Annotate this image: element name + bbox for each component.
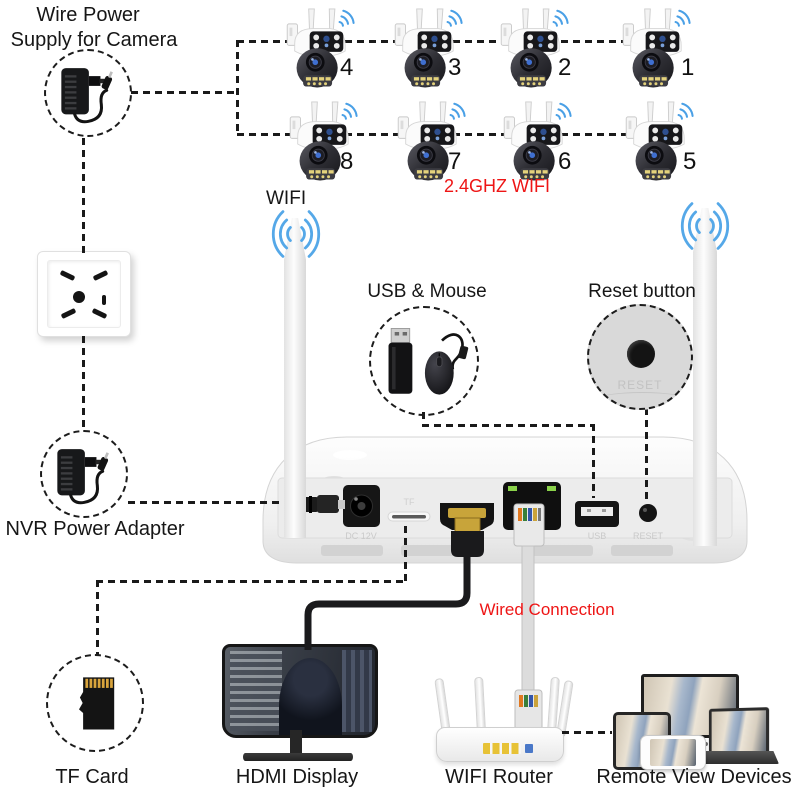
nvr-antenna-left xyxy=(284,218,306,538)
camera-number: 1 xyxy=(681,54,695,81)
phone-icon xyxy=(640,735,706,770)
reset-circle-text: RESET xyxy=(617,378,663,392)
dashed-line-adapter-to-cameras xyxy=(131,91,237,94)
reset-button-icon[interactable] xyxy=(627,340,655,368)
outlet-plate xyxy=(47,260,121,328)
monitor-scene-vertical-blinds xyxy=(342,649,372,733)
wired-connection-label: Wired Connection xyxy=(479,600,615,619)
wifi-24ghz-label: 2.4GHZ WIFI xyxy=(443,176,551,196)
wifi-signal-icon xyxy=(656,198,754,254)
reset-port-label: RESET xyxy=(633,531,664,541)
dashed-line-tf-to-card xyxy=(96,580,99,655)
wire-power-supply-label-line1: Wire Power xyxy=(36,4,140,26)
dashed-line-adapter-to-outlet xyxy=(82,138,85,253)
router-wan-port xyxy=(525,744,533,753)
wifi-signal-icon xyxy=(247,206,345,262)
remote-view-devices-label: Remote View Devices xyxy=(596,766,792,788)
monitor-scene-hooded-figure xyxy=(279,657,342,735)
nvr-power-adapter-label: NVR Power Adapter xyxy=(5,518,185,540)
camera-number: 6 xyxy=(558,148,572,175)
power-adapter-icon xyxy=(48,53,128,133)
usb-mouse-label: USB & Mouse xyxy=(367,281,487,302)
wire-power-supply-label-line2: Supply for Camera xyxy=(10,29,178,51)
monitor-scene-blinds xyxy=(229,651,282,731)
wall-outlet-icon xyxy=(37,251,131,337)
dashed-line-usb-horizontal xyxy=(422,424,594,427)
hdmi-display-label: HDMI Display xyxy=(235,766,359,788)
camera-number: 4 xyxy=(340,54,354,81)
wifi-router-label: WIFI Router xyxy=(445,766,553,788)
usb-mouse-circle xyxy=(369,306,479,416)
tv-icon xyxy=(641,674,739,738)
nvr-reset-button[interactable] xyxy=(639,504,657,522)
power-adapter-icon xyxy=(44,434,124,514)
tf-slot-label: TF xyxy=(404,497,415,507)
camera-number: 5 xyxy=(683,148,697,175)
monitor-stand xyxy=(290,730,302,756)
monitor-base xyxy=(243,753,353,761)
router-antenna xyxy=(474,676,486,734)
reset-button-label: Reset button xyxy=(588,281,696,302)
dashed-line-tf-horizontal xyxy=(96,580,406,583)
camera-number: 7 xyxy=(448,148,462,175)
camera-number: 2 xyxy=(558,54,572,81)
dashed-line-outlet-to-nvr-adapter xyxy=(82,336,85,431)
wifi-label: WIFI xyxy=(266,188,307,209)
nvr-power-adapter-circle xyxy=(40,430,128,518)
nvr-recorder: DC 12V TF USB RESET xyxy=(262,436,748,564)
reset-circle-seam xyxy=(597,392,687,407)
reset-button-circle: RESET xyxy=(587,304,693,410)
hdmi-cable xyxy=(304,556,471,650)
router-lan-ports xyxy=(483,743,521,754)
camera-number: 8 xyxy=(340,148,354,175)
monitor-icon xyxy=(222,644,378,738)
tf-card-icon xyxy=(67,671,123,735)
tf-card-label: TF Card xyxy=(55,766,129,788)
phone-screen xyxy=(650,739,696,766)
usb-port-label: USB xyxy=(588,531,607,541)
dashed-line-camera-bracket xyxy=(236,40,239,135)
dashed-line-adapter-to-dc-port xyxy=(128,501,296,504)
camera-number: 3 xyxy=(448,54,462,81)
router-icon xyxy=(436,727,564,762)
dc-port-label: DC 12V xyxy=(345,531,377,541)
camera-power-adapter-circle xyxy=(44,49,132,137)
mouse-icon xyxy=(415,328,469,400)
nvr-antenna-right xyxy=(693,208,717,546)
usb-drive-icon xyxy=(385,326,415,398)
laptop-keyboard xyxy=(699,751,779,764)
dashed-line-usb-to-port xyxy=(592,424,595,498)
dashed-line-tf-slot-down xyxy=(404,526,407,581)
dashed-line-reset-to-button xyxy=(645,408,648,504)
tf-card-circle xyxy=(46,654,144,752)
dashed-line-router-to-devices xyxy=(562,731,612,734)
dashed-line-usb-circle-down xyxy=(422,412,425,425)
